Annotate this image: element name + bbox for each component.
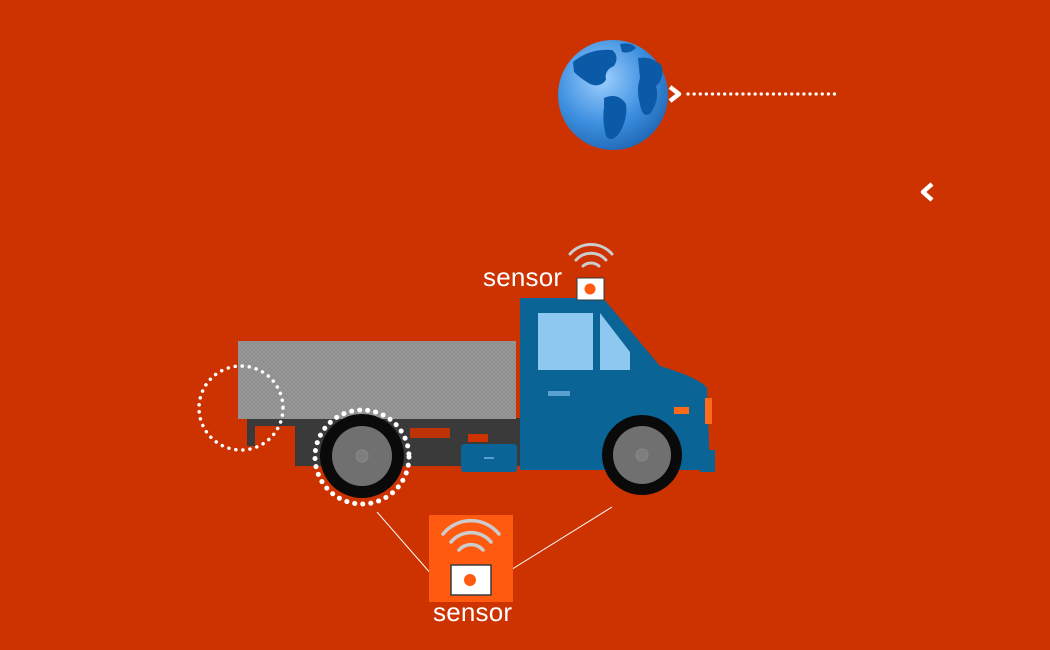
wheel-sensor xyxy=(429,515,513,602)
cargo-box xyxy=(238,341,516,419)
cab-sensor xyxy=(568,243,614,301)
cab-window xyxy=(538,313,593,370)
cab-sensor-label: sensor xyxy=(483,262,563,292)
globe-icon xyxy=(558,40,668,150)
chevron-left-icon xyxy=(920,182,934,202)
wheel-sensor-label: sensor xyxy=(433,597,513,627)
rear-wheel xyxy=(320,414,404,498)
rear-wheel-dotted-ring xyxy=(312,407,412,507)
chevron-right-icon xyxy=(668,85,682,103)
rear-hitch-dotted-ring xyxy=(197,364,285,452)
wifi-signal-icon xyxy=(568,243,614,268)
wifi-signal-icon xyxy=(441,518,501,552)
front-wheel xyxy=(602,415,682,495)
truck xyxy=(238,298,715,498)
